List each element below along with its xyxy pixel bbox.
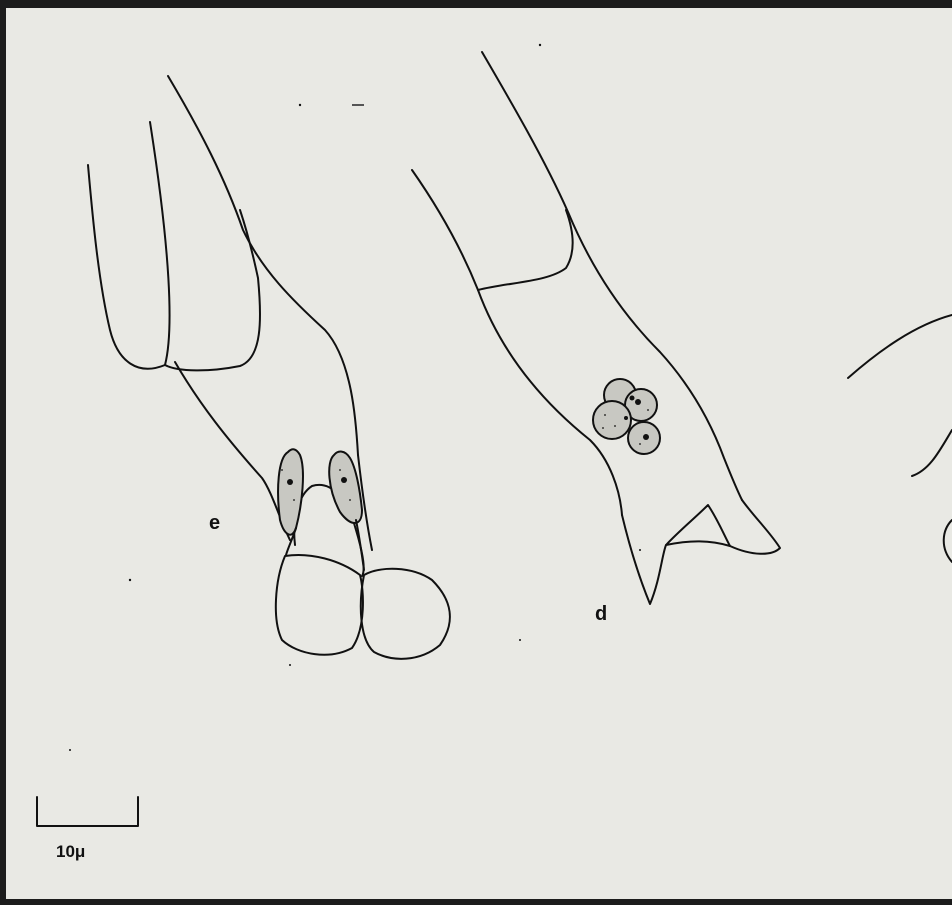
stipple-dot — [281, 469, 283, 471]
specimen-d-tip-inner — [666, 505, 730, 546]
speck — [69, 749, 71, 751]
specimen-e-lobe-left — [276, 555, 363, 655]
partial-right-lobe — [944, 520, 952, 562]
specimen-e-gland-cell-left — [278, 449, 303, 534]
stipple-dot — [647, 409, 649, 411]
cluster-cell-3 — [593, 401, 631, 439]
partial-right-curve-upper — [848, 315, 952, 378]
panel-label-d: d — [595, 604, 607, 624]
panel-label-e: e — [209, 513, 220, 533]
cluster-nucleus-1 — [630, 396, 635, 401]
specimen-d-tip — [622, 500, 780, 604]
scale-bar — [37, 797, 138, 826]
stipple-dot — [293, 499, 295, 501]
specimen-e — [88, 76, 450, 659]
speck-dash — [352, 104, 364, 106]
speck — [639, 549, 641, 551]
speck — [519, 639, 521, 641]
cluster-nucleus-3 — [624, 416, 628, 420]
specimen-e-segment-left — [88, 122, 170, 369]
partial-right-curve-lower — [912, 430, 952, 476]
speck — [539, 44, 541, 46]
stipple-dot — [349, 499, 351, 501]
specimen-e-lobe-right — [361, 569, 450, 659]
specimen-e-duct — [286, 520, 364, 570]
gland-nucleus-right — [341, 477, 347, 483]
specimen-d — [412, 52, 780, 604]
specimen-e-lower-body — [175, 362, 290, 540]
stipple-dot — [602, 427, 604, 429]
stipple-dot — [604, 414, 606, 416]
specimen-e-gland-cell-right — [329, 452, 362, 523]
specimen-d-segment-joint — [478, 210, 573, 290]
stipple-dot — [339, 469, 341, 471]
cluster-nucleus-4 — [643, 434, 649, 440]
stipple-dot — [614, 425, 616, 427]
stipple-dot — [639, 443, 641, 445]
speck — [289, 664, 291, 666]
speck — [129, 579, 131, 581]
specimen-d-inner-edge — [412, 170, 622, 515]
speck — [299, 104, 301, 106]
gland-nucleus-left — [287, 479, 293, 485]
specimen-partial-right — [848, 315, 952, 562]
specimen-e-outer-edge — [168, 76, 358, 455]
scale-bar-label: 10μ — [56, 843, 85, 860]
cluster-nucleus-2 — [635, 399, 641, 405]
